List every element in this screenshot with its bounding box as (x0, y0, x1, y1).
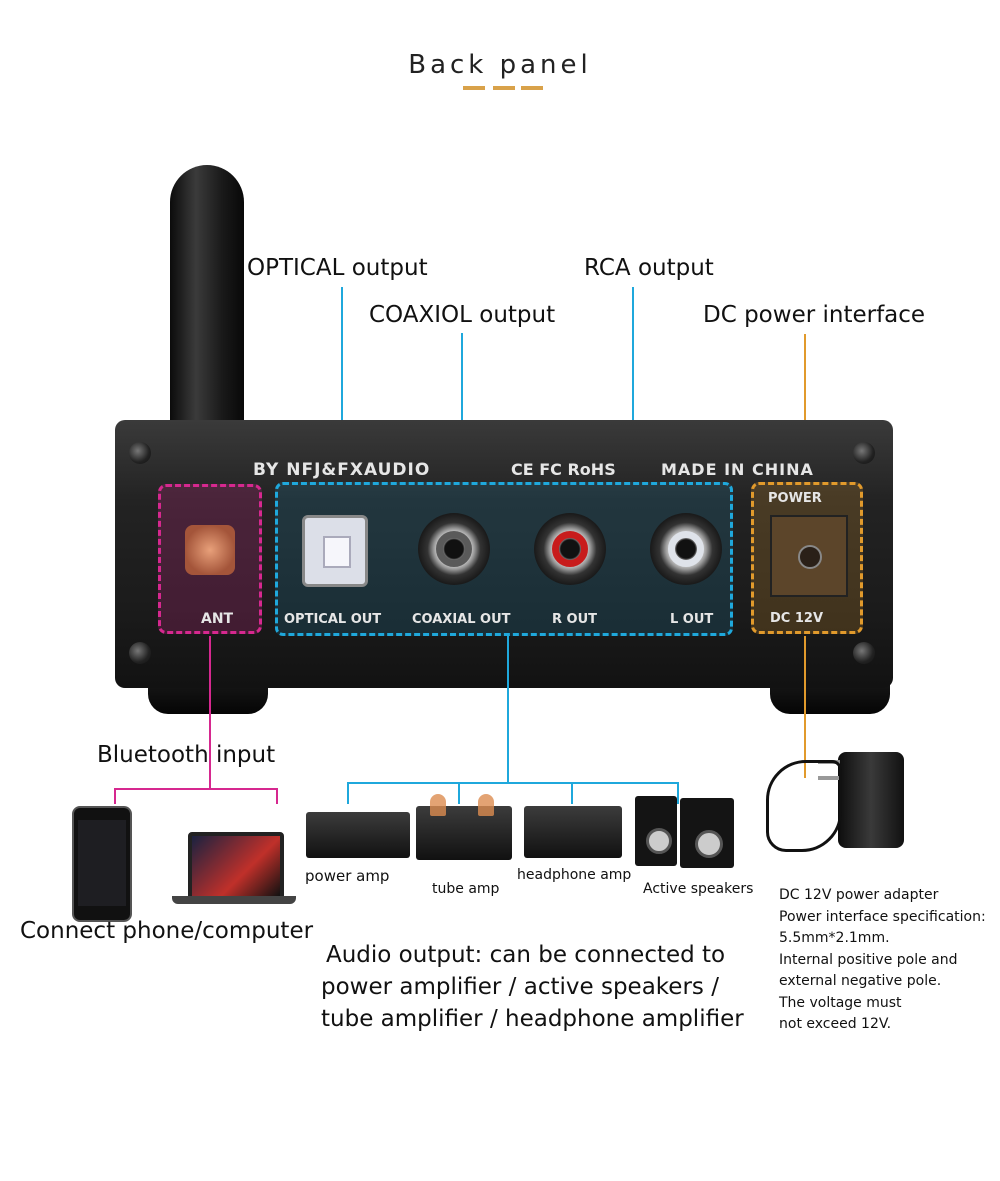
bluetooth-input-label: Bluetooth input (97, 742, 276, 768)
optical-out-label: OPTICAL OUT (284, 612, 382, 627)
screw-icon (129, 442, 151, 464)
phone-icon (72, 806, 132, 922)
speaker-icon (635, 796, 677, 866)
ant-highlight-box: ANT (158, 484, 262, 634)
optical-port-shutter (323, 536, 351, 568)
speaker-icon (680, 798, 734, 868)
bluetooth-branch-drop (114, 788, 116, 804)
tube-amp-label: tube amp (432, 881, 500, 897)
power-label: POWER (768, 491, 822, 506)
title-underline-dash (463, 86, 485, 90)
callout-rca-output: RCA output (584, 255, 714, 281)
made-in-text: MADE IN CHINA (661, 460, 814, 479)
audio-output-line-3: tube amplifier / headphone amplifier (321, 1006, 744, 1032)
coaxial-callout-line (461, 333, 463, 487)
audio-branch-drop (458, 782, 460, 804)
audio-branch-drop (571, 782, 573, 804)
r-out-label: R OUT (552, 612, 598, 627)
title-underline-dash (493, 86, 515, 90)
laptop-icon (188, 832, 284, 900)
coaxial-jack (418, 513, 490, 585)
l-out-jack (650, 513, 722, 585)
active-speakers-label: Active speakers (643, 881, 754, 897)
l-out-label: L OUT (670, 612, 714, 627)
power-amp-label: power amp (305, 867, 390, 885)
adapter-note-line: Power interface specification: (779, 908, 986, 925)
dc-jack (770, 515, 848, 597)
audio-branch-drop (677, 782, 679, 804)
audio-output-branch (347, 782, 679, 784)
dc-adapter-line (804, 636, 806, 778)
headphone-amp-icon (524, 806, 622, 858)
ant-label: ANT (201, 611, 234, 627)
audio-branch-drop (347, 782, 349, 804)
bluetooth-branch-drop (276, 788, 278, 804)
bluetooth-branch (114, 788, 278, 790)
connect-phone-computer-label: Connect phone/computer (20, 918, 314, 944)
adapter-note-line: The voltage must (779, 994, 902, 1011)
dc12v-label: DC 12V (770, 611, 824, 626)
audio-output-line (507, 636, 509, 784)
callout-dc-power-interface: DC power interface (703, 302, 926, 328)
adapter-note-line: 5.5mm*2.1mm. (779, 930, 890, 946)
optical-port (302, 515, 368, 587)
callout-coaxial-output: COAXIOL output (369, 302, 556, 328)
power-highlight-box: POWER DC 12V (751, 482, 863, 634)
antenna-connector (185, 525, 235, 575)
r-out-jack (534, 513, 606, 585)
power-amp-icon (306, 812, 410, 858)
screw-icon (129, 642, 151, 664)
headphone-amp-label: headphone amp (517, 867, 632, 883)
audio-output-line-2: power amplifier / active speakers / (321, 974, 719, 1000)
dc-jack-pin (798, 545, 822, 569)
adapter-notes: DC 12V power adapter Power interface spe… (779, 885, 986, 1036)
bluetooth-line (209, 636, 211, 788)
adapter-note-line: external negative pole. (779, 973, 942, 989)
callout-optical-output: OPTICAL output (247, 255, 428, 281)
adapter-note-line: DC 12V power adapter (779, 887, 939, 903)
outputs-highlight-box: OPTICAL OUT COAXIAL OUT R OUT L OUT (275, 482, 733, 636)
laptop-base (172, 896, 296, 904)
brand-text: BY NFJ&FXAUDIO (253, 460, 431, 480)
adapter-cable (766, 760, 842, 852)
adapter-note-line: Internal positive pole and (779, 951, 958, 968)
tube-amp-icon (416, 794, 512, 860)
screw-icon (853, 442, 875, 464)
title-underline-dash (521, 86, 543, 90)
coaxial-out-label: COAXIAL OUT (412, 612, 511, 627)
audio-output-line-1: Audio output: can be connected to (326, 942, 726, 968)
optical-callout-line (341, 287, 343, 487)
dac-back-panel: BY NFJ&FXAUDIO CE FC RoHS MADE IN CHINA … (115, 420, 893, 688)
power-adapter-icon (838, 752, 904, 848)
certification-marks: CE FC RoHS (511, 460, 616, 479)
dc-callout-line (804, 334, 806, 484)
page-title: Back panel (408, 50, 592, 80)
screw-icon (853, 642, 875, 664)
adapter-note-line: not exceed 12V. (779, 1016, 892, 1032)
rca-callout-line (632, 287, 634, 487)
